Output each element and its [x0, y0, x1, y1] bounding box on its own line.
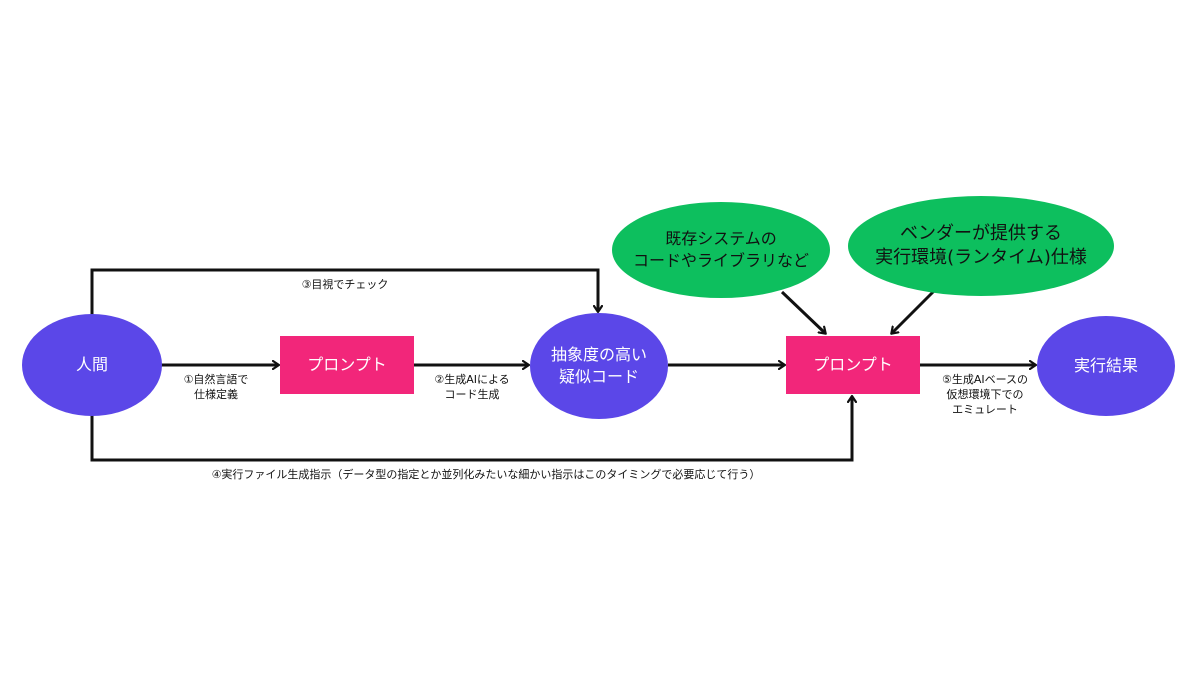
- prompt-box-2: プロンプト: [786, 336, 920, 394]
- prompt-box-1: プロンプト: [280, 336, 414, 394]
- result-label: 実行結果: [1073, 356, 1138, 376]
- result-node: 実行結果: [1037, 316, 1175, 416]
- prompt-2-label: プロンプト: [813, 355, 893, 375]
- human-node: 人間: [22, 314, 162, 416]
- arrow-vendor-to-prompt2: [892, 288, 937, 333]
- step1-label: ①自然言語で 仕様定義: [183, 373, 249, 401]
- step2-label: ②生成AIによる コード生成: [434, 373, 510, 401]
- arrow-existing-to-prompt2: [780, 290, 825, 333]
- prompt-1-label: プロンプト: [307, 355, 387, 375]
- step3-label: ③目視でチェック: [301, 278, 389, 291]
- arrow-exec-file-instruction: [90, 397, 852, 462]
- vendor-spec-label: ベンダーが提供する 実行環境(ランタイム)仕様: [875, 222, 1087, 268]
- pseudo-code-label: 抽象度の高い 疑似コード: [550, 345, 647, 386]
- existing-system-label: 既存システムの コードやライブラリなど: [632, 229, 809, 270]
- existing-system-node: 既存システムの コードやライブラリなど: [612, 202, 830, 298]
- step4-label: ④実行ファイル生成指示（データ型の指定とか並列化みたいな細かい指示はこのタイミン…: [211, 468, 761, 481]
- step5-label: ⑤生成AIベースの 仮想環境下での エミュレート: [941, 373, 1029, 416]
- pseudo-code-node: 抽象度の高い 疑似コード: [530, 313, 668, 419]
- vendor-spec-node: ベンダーが提供する 実行環境(ランタイム)仕様: [848, 196, 1114, 296]
- arrow-visual-check: [90, 268, 598, 315]
- human-label: 人間: [75, 355, 108, 375]
